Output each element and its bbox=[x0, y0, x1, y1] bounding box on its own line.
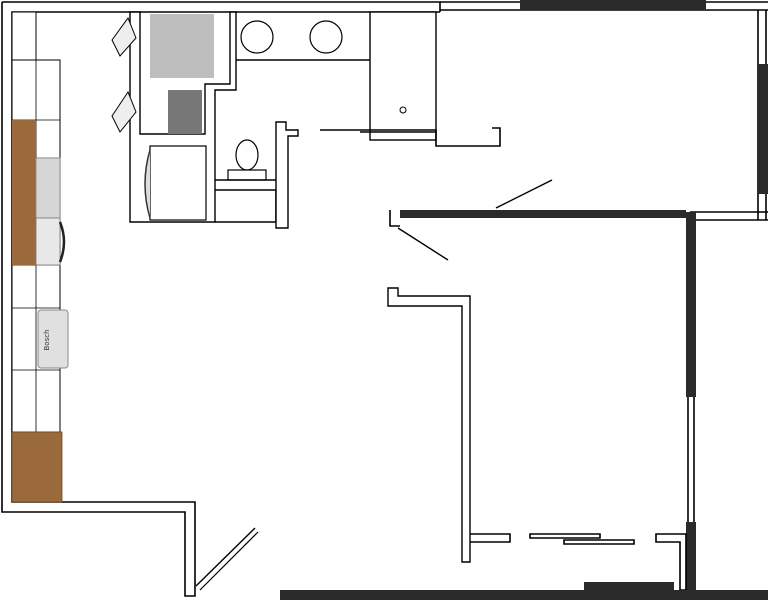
dishwasher bbox=[35, 217, 61, 266]
door-swing-upper bbox=[495, 179, 553, 209]
kitchen-door-swing bbox=[195, 527, 256, 587]
wood-cabinet-upper bbox=[12, 120, 36, 265]
lower-right-room bbox=[387, 212, 696, 600]
toilet-bowl bbox=[235, 139, 259, 171]
drain-icon bbox=[399, 106, 407, 114]
washer-dryer bbox=[149, 145, 207, 221]
fridge bbox=[35, 157, 61, 219]
vanity-sink-right bbox=[309, 20, 343, 54]
toilet-tank bbox=[227, 169, 267, 181]
washer-door bbox=[144, 149, 151, 219]
wall-mid-horizontal bbox=[400, 210, 686, 218]
shower-tray-dark bbox=[168, 90, 202, 134]
dishwasher-handle bbox=[58, 221, 66, 263]
bottom-wall bbox=[280, 590, 768, 600]
shower bbox=[150, 14, 214, 78]
upper-right-room bbox=[440, 0, 768, 221]
range bbox=[37, 309, 69, 369]
vanity-sink-left bbox=[240, 20, 274, 54]
cabinet-diamond-top bbox=[111, 16, 137, 57]
bottom-wall-segment bbox=[584, 582, 674, 590]
wood-cabinet-lower bbox=[11, 431, 63, 503]
cabinet-diamond-bottom bbox=[111, 90, 137, 133]
door-swing-lower bbox=[397, 227, 449, 261]
range-brand-label: Bosch bbox=[43, 329, 51, 350]
kitchen-door-swing-b bbox=[199, 531, 259, 591]
